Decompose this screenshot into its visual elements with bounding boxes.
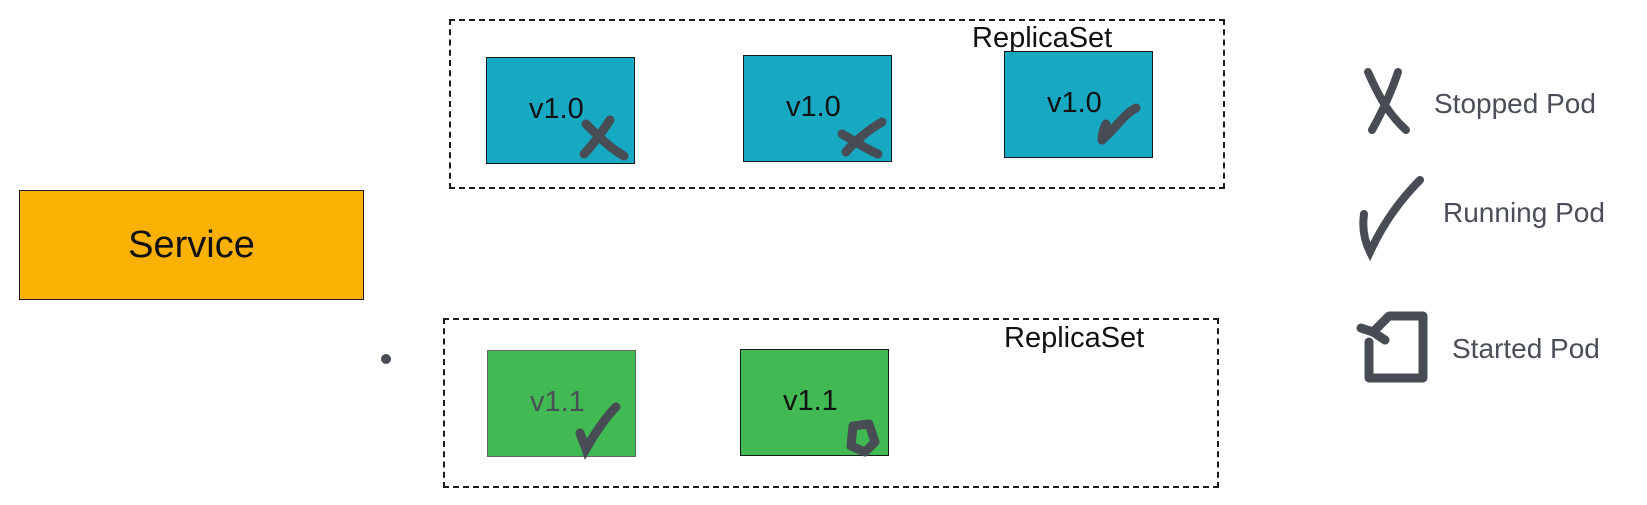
pod-version-label: v1.1 xyxy=(530,386,585,418)
replicaset-old-label: ReplicaSet xyxy=(972,22,1113,54)
pod-version-label: v1.1 xyxy=(783,385,838,417)
replicaset-new xyxy=(443,318,1219,488)
replicaset-new-label: ReplicaSet xyxy=(1004,322,1145,354)
legend-label-stopped: Stopped Pod xyxy=(1434,88,1596,119)
pod-new-1: v1.1 xyxy=(487,350,636,460)
connector-dot xyxy=(381,354,391,364)
check-icon xyxy=(1359,176,1424,262)
pod-old-1: v1.0 xyxy=(486,57,635,164)
pod-old-2: v1.0 xyxy=(743,55,892,162)
x-icon xyxy=(1364,68,1410,134)
pod-version-label: v1.0 xyxy=(529,93,584,125)
legend-label-running: Running Pod xyxy=(1443,197,1605,228)
pod-version-label: v1.0 xyxy=(1047,87,1102,119)
service-label: Service xyxy=(128,223,255,266)
pod-old-3: v1.0 xyxy=(1004,51,1153,158)
replicaset-old xyxy=(449,19,1225,189)
pod-version-label: v1.0 xyxy=(786,91,841,123)
service-box: Service xyxy=(19,190,364,300)
started-icon xyxy=(1356,311,1428,383)
legend-label-started: Started Pod xyxy=(1452,333,1600,364)
check-icon xyxy=(1097,103,1141,145)
started-icon xyxy=(846,419,880,457)
x-icon xyxy=(837,117,887,159)
check-icon xyxy=(575,402,621,460)
pod-new-2: v1.1 xyxy=(740,349,889,457)
x-icon xyxy=(579,115,629,161)
